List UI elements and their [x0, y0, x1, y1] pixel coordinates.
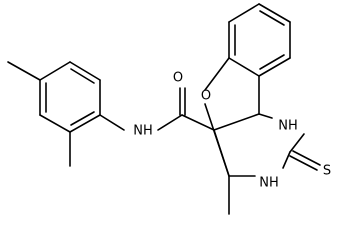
atom-nh-amide: NH: [133, 124, 153, 139]
bond: [69, 114, 101, 133]
double-bond: [259, 54, 285, 70]
atom-o-ring: O: [201, 89, 211, 104]
bond: [69, 61, 101, 81]
bond-ring-n: [99, 114, 125, 131]
bond: [39, 114, 71, 133]
atom-nh-lower: NH: [259, 176, 279, 191]
benzo-ring: [228, 3, 291, 77]
bond: [258, 113, 273, 119]
bond: [228, 3, 260, 23]
thione-double-bond: [289, 155, 318, 171]
atom-s-thione: S: [323, 164, 331, 179]
double-bond: [259, 10, 285, 26]
atom-o-carbonyl: O: [173, 71, 183, 86]
bond: [258, 57, 291, 77]
bond: [39, 61, 71, 81]
atom-nh-upper: NH: [278, 119, 298, 134]
dimethylphenyl-ring: [39, 61, 101, 133]
chemical-structure: O O NH NH NH S: [7, 3, 331, 215]
bond: [213, 113, 260, 131]
bond: [228, 57, 260, 77]
double-bond: [70, 68, 95, 84]
bond: [282, 151, 291, 169]
double-bond: [70, 111, 95, 126]
bond-carbonyl-bridgehead: [181, 114, 215, 131]
bond: [289, 133, 305, 153]
bond: [213, 129, 230, 177]
thione-double-bond: [292, 150, 321, 166]
bond-aryl-o: [204, 57, 230, 91]
methyl-bond-para: [7, 61, 41, 81]
bond-n-carbonyl: [157, 114, 183, 131]
bond: [258, 3, 291, 23]
